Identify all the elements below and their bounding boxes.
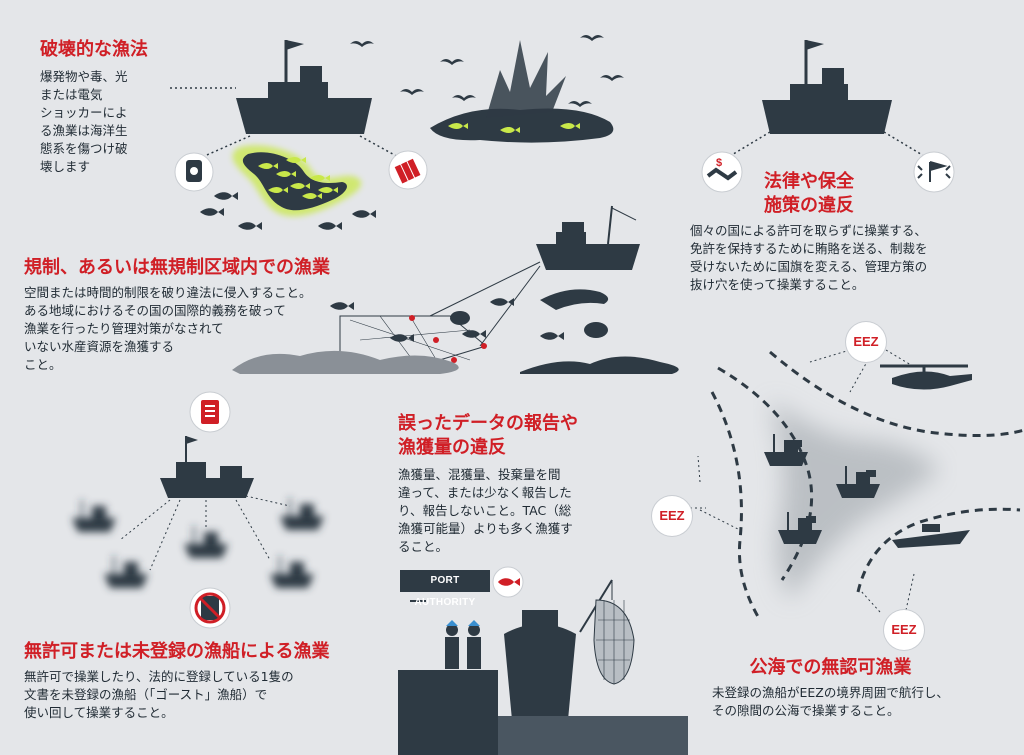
eez-badge-top: EEZ (846, 322, 886, 362)
trawler-vessel (236, 40, 372, 134)
high-seas-illustration (680, 349, 1024, 621)
data-misreporting-section: 誤ったデータの報告や 漁獲量の違反 漁獲量、混獲量、投棄量を間 違って、または少… (398, 412, 578, 556)
destructive-fishing-section: 破壊的な漁法 爆発物や毒、光 または電気 ショッカーによ る漁業は海洋生 態系を… (40, 38, 148, 176)
law-violation-title-block: 法律や保全 施策の違反 (764, 170, 854, 218)
high-seas-title: 公海での無認可漁業 (749, 657, 912, 678)
port-authority-sign: PORT AUTHORITY (400, 570, 490, 608)
regulated-area-title: 規制、あるいは無規制区域内での漁業 (24, 257, 330, 278)
destructive-fishing-illustration (170, 35, 624, 230)
port-illustration (398, 566, 688, 755)
data-misreporting-title: 誤ったデータの報告や 漁獲量の違反 (398, 413, 578, 458)
eez-badge-bottom: EEZ (884, 610, 924, 650)
destructive-fishing-body: 爆発物や毒、光 または電気 ショッカーによ る漁業は海洋生 態系を傷つけ破 壊し… (40, 69, 128, 174)
eez-badge-left: EEZ (652, 496, 692, 536)
svg-text:$: $ (716, 157, 722, 169)
unlicensed-vessels-body: 無許可で操業したり、法的に登録している1隻の 文書を未登録の漁船（「ゴースト」漁… (24, 669, 294, 720)
law-violation-body: 個々の国による許可を取らずに操業する、 免許を保持するために賄賂を送る、制裁を … (690, 223, 928, 292)
regulated-area-illustration (232, 205, 679, 374)
regulated-area-section: 規制、あるいは無規制区域内での漁業 空間または時間的制限を破り違法に侵入すること… (24, 256, 330, 374)
law-violation-illustration: $ (701, 40, 955, 193)
destructive-fishing-title: 破壊的な漁法 (40, 39, 148, 60)
data-misreporting-body: 漁獲量、混獲量、投棄量を間 違って、または少なく報告した り、報告しないこと。T… (398, 467, 573, 554)
unlicensed-vessels-title: 無許可または未登録の漁船による漁業 (24, 641, 330, 662)
high-seas-body: 未登録の漁船がEEZの境界周囲で航行し、 その隙間の公海で操業すること。 (712, 685, 949, 718)
law-violation-section: 個々の国による許可を取らずに操業する、 免許を保持するために賄賂を送る、制裁を … (690, 222, 928, 294)
regulated-area-body: 空間または時間的制限を破り違法に侵入すること。 ある地域におけるその国の国際的義… (24, 285, 312, 372)
high-seas-section: 公海での無認可漁業 未登録の漁船がEEZの境界周囲で航行し、 その隙間の公海で操… (712, 656, 949, 720)
unlicensed-vessels-illustration (71, 391, 325, 629)
law-violation-title: 法律や保全 施策の違反 (764, 171, 854, 216)
unlicensed-vessels-section: 無許可または未登録の漁船による漁業 無許可で操業したり、法的に登録している1隻の… (24, 640, 329, 722)
